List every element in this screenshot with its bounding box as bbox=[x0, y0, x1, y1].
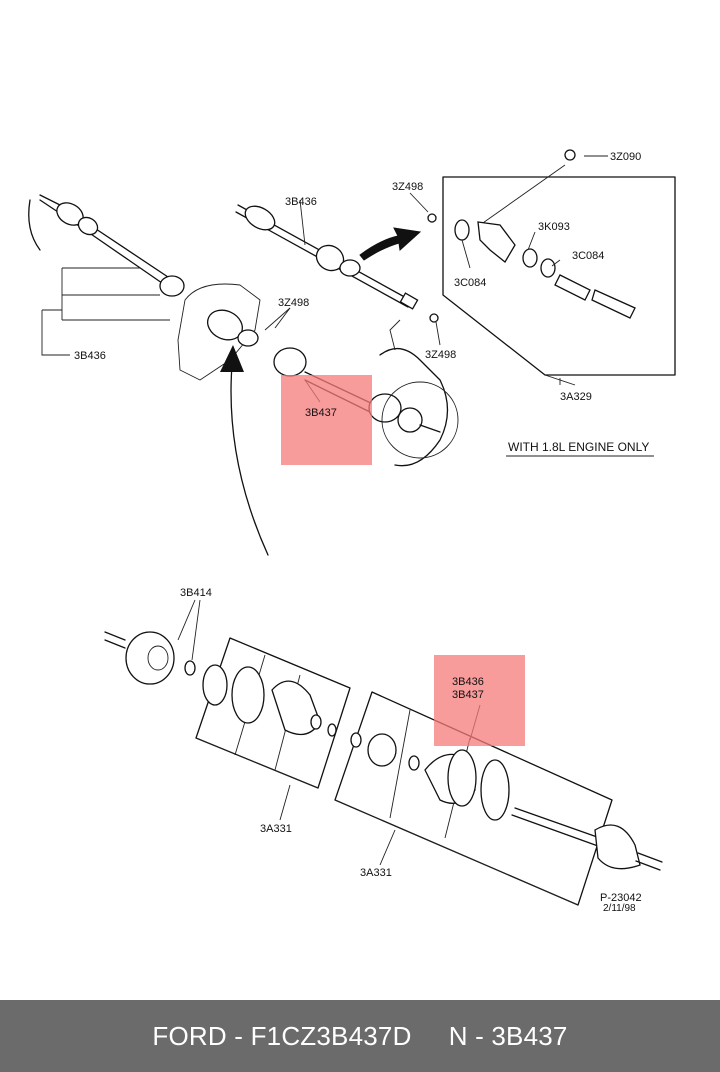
label-3B437-lower: 3B437 bbox=[452, 689, 484, 701]
detail-box-3A329 bbox=[427, 149, 676, 385]
wheel-knuckle bbox=[379, 319, 459, 467]
highlight-3B436-3B437 bbox=[434, 655, 525, 746]
label-3B414: 3B414 bbox=[180, 587, 212, 599]
footer-code: 3B437 bbox=[491, 1020, 568, 1051]
part-info-footer: FORD - F1CZ3B437D N - 3B437 bbox=[0, 1000, 720, 1072]
lower-left-kit-box bbox=[195, 637, 351, 789]
label-3C084-right: 3C084 bbox=[572, 250, 604, 262]
parts-diagram: 3Z090 3Z498 3B436 3K093 3C084 3C084 3Z49… bbox=[28, 149, 676, 914]
lower-right-kit-box bbox=[334, 691, 613, 906]
highlight-3B437 bbox=[281, 375, 372, 465]
assembly-pointer-arrow bbox=[230, 364, 269, 556]
transmission-outline bbox=[177, 283, 261, 381]
label-3Z498-mid: 3Z498 bbox=[278, 297, 309, 309]
label-3A329: 3A329 bbox=[560, 391, 592, 403]
label-3A331-left: 3A331 bbox=[260, 823, 292, 835]
direction-arrow bbox=[359, 227, 422, 261]
lower-left-cv-joint bbox=[104, 631, 196, 685]
footer-gap bbox=[412, 1021, 449, 1052]
label-3A331-right: 3A331 bbox=[360, 867, 392, 879]
left-drive-shaft bbox=[28, 194, 185, 297]
label-3B437: 3B437 bbox=[305, 407, 337, 419]
top-leader-lines bbox=[264, 192, 576, 403]
label-3B436-left: 3B436 bbox=[74, 350, 106, 362]
label-3B436-top: 3B436 bbox=[285, 196, 317, 208]
footer-sep-1: - bbox=[226, 1020, 251, 1051]
assembly-pointer-arrowhead bbox=[220, 345, 244, 372]
lower-right-stub-shaft bbox=[511, 807, 663, 871]
label-3Z090: 3Z090 bbox=[610, 151, 641, 163]
ref-date: 2/11/98 bbox=[603, 903, 636, 914]
engine-note: WITH 1.8L ENGINE ONLY bbox=[508, 440, 649, 454]
upper-drive-shaft bbox=[235, 204, 419, 310]
footer-brand: FORD bbox=[152, 1020, 227, 1051]
footer-part-number: F1CZ3B437D bbox=[250, 1020, 412, 1051]
label-3K093: 3K093 bbox=[538, 221, 570, 233]
footer-sep-2: - bbox=[467, 1020, 492, 1051]
label-3B436-lower: 3B436 bbox=[452, 676, 484, 688]
label-3Z498-right: 3Z498 bbox=[425, 349, 456, 361]
label-3C084-left: 3C084 bbox=[454, 277, 486, 289]
left-callout-bracket bbox=[41, 267, 170, 356]
label-3Z498-top: 3Z498 bbox=[392, 181, 423, 193]
ref-number: P-23042 bbox=[600, 892, 642, 904]
footer-code-prefix: N bbox=[448, 1020, 468, 1051]
